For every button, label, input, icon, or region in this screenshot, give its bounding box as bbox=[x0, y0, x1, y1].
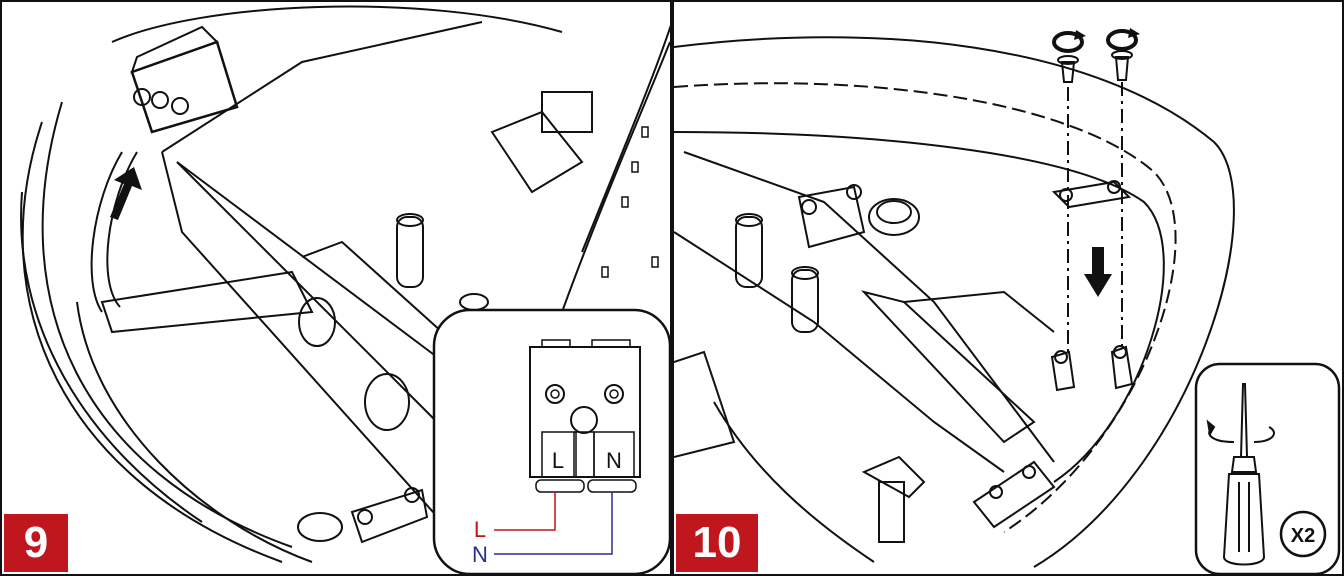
step-10-panel: X2 10 bbox=[672, 0, 1344, 576]
terminal-label-n: N bbox=[606, 448, 622, 473]
step-9-panel: L N L N 9 bbox=[0, 0, 672, 576]
live-wire bbox=[494, 492, 556, 531]
legend-live-label: L bbox=[474, 517, 486, 542]
wiring-detail-bubble bbox=[432, 308, 670, 574]
step-10-illustration: X2 bbox=[674, 28, 1341, 574]
screws bbox=[1057, 50, 1133, 352]
down-arrow-icon bbox=[1084, 247, 1112, 297]
screwdriver-icon bbox=[1206, 383, 1275, 566]
insert-arrow-icon bbox=[110, 167, 142, 220]
quantity-label: X2 bbox=[1291, 525, 1315, 547]
legend-neutral-label: N bbox=[472, 542, 488, 567]
step-number-badge: 10 bbox=[676, 514, 758, 572]
rotate-icon bbox=[1052, 28, 1140, 53]
neutral-wire bbox=[494, 492, 613, 555]
step-9-illustration: L N L N bbox=[20, 5, 670, 574]
step-number-badge: 9 bbox=[4, 514, 68, 572]
terminal-label-l: L bbox=[552, 448, 564, 473]
tool-panel bbox=[1194, 362, 1341, 574]
quantity-circle bbox=[1279, 510, 1327, 558]
